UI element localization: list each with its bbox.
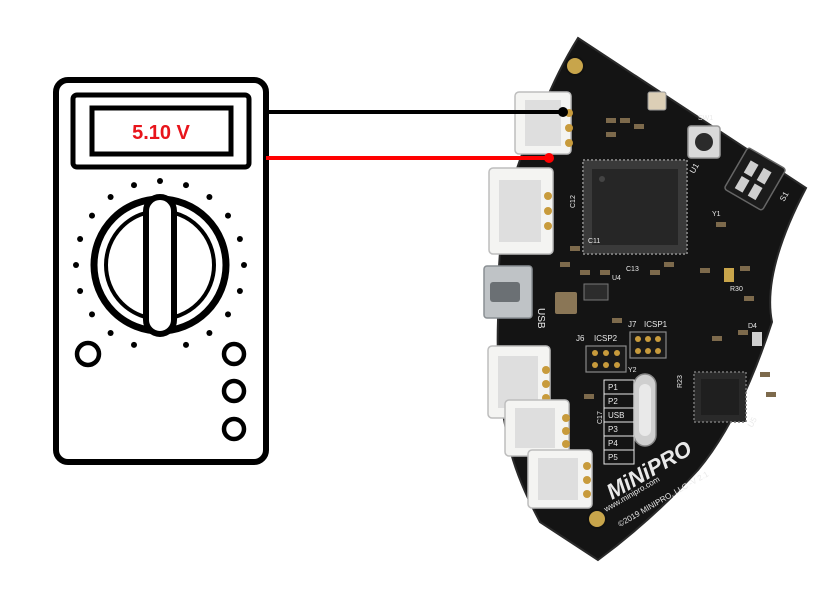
port-label-p2: P2 [608,397,618,406]
push-button-sw1 [687,125,721,159]
port-label-p4: P4 [608,439,618,448]
dial-tick [183,182,189,189]
mounting-hole-top [565,56,585,76]
silk-usb: USB [535,308,546,329]
icsp1-header [629,331,667,359]
silk-r30: R30 [730,286,743,293]
silk-s1: S1 [778,190,791,203]
microcontroller-u1 [582,159,688,255]
silk-c11: C11 [588,238,600,245]
dial-tick [206,194,213,200]
chip-u5 [693,371,747,423]
silk-c13: C13 [626,266,639,273]
silk-j6: J6 [576,334,585,343]
silk-u4: U4 [612,275,621,282]
jack-volt[interactable] [221,378,247,404]
dip-switch-s1 [724,147,786,211]
display-reading: 5.10 V [132,122,190,144]
dial-tick [89,212,95,219]
silk-c12: C12 [570,195,577,208]
inductor [555,292,577,314]
port-label-p5: P5 [608,453,618,462]
diode-d4 [752,332,762,346]
connector-p1 [514,91,573,155]
silk-r23: R23 [677,375,684,388]
silk-y2: Y2 [628,367,637,374]
smd-components [560,118,776,399]
dial-tick-marks [73,178,247,348]
dial-tick [225,311,231,318]
jack-com[interactable] [221,341,247,367]
dial-tick [107,330,114,336]
pcb-board: U1 U5 S1 SW1 Y2 Y1 [483,36,808,562]
rotary-dial[interactable] [73,178,247,348]
crystal-y2 [633,373,657,447]
port-label-p1: P1 [608,383,618,392]
jack-left[interactable] [74,340,102,368]
dial-tick [107,194,114,200]
dial-tick [236,288,243,294]
dial-tick [77,236,84,242]
ground-probe-tip [558,107,568,117]
regulator-u4 [583,283,609,301]
port-label-usb: USB [608,411,624,420]
multimeter: 5.10 V [53,77,269,465]
dial-knob-pointer[interactable] [143,194,177,337]
dial-tick [89,311,95,318]
connector-p2 [488,167,554,255]
led-top [647,91,667,111]
connector-p5 [527,449,593,509]
dial-tick [241,262,247,268]
icsp2-header [585,345,627,373]
silk-j7: J7 [628,320,637,329]
dial-tick [73,262,79,268]
display-screen [89,105,234,157]
smd-gold-pad [724,268,734,282]
silk-icsp1: ICSP1 [644,320,668,329]
silk-c17: C17 [597,411,604,424]
dial-tick [183,341,189,348]
silk-u5: U5 [746,415,759,429]
jack-amp[interactable] [221,416,247,442]
silk-sw1: SW1 [698,115,713,122]
port-label-p3: P3 [608,425,618,434]
dial-tick [206,330,213,336]
mounting-hole-bottom [587,509,607,529]
connector-p4 [504,399,570,457]
silk-y1: Y1 [712,211,721,218]
positive-probe-tip [544,153,554,163]
silk-icsp2: ICSP2 [594,334,618,343]
dial-tick [131,182,137,189]
usb-port [483,265,533,319]
dial-tick [157,178,163,184]
dial-tick [225,212,231,219]
dial-tick [236,236,243,242]
dial-tick [131,341,137,348]
silk-d4: D4 [748,323,757,330]
dial-tick [77,288,84,294]
